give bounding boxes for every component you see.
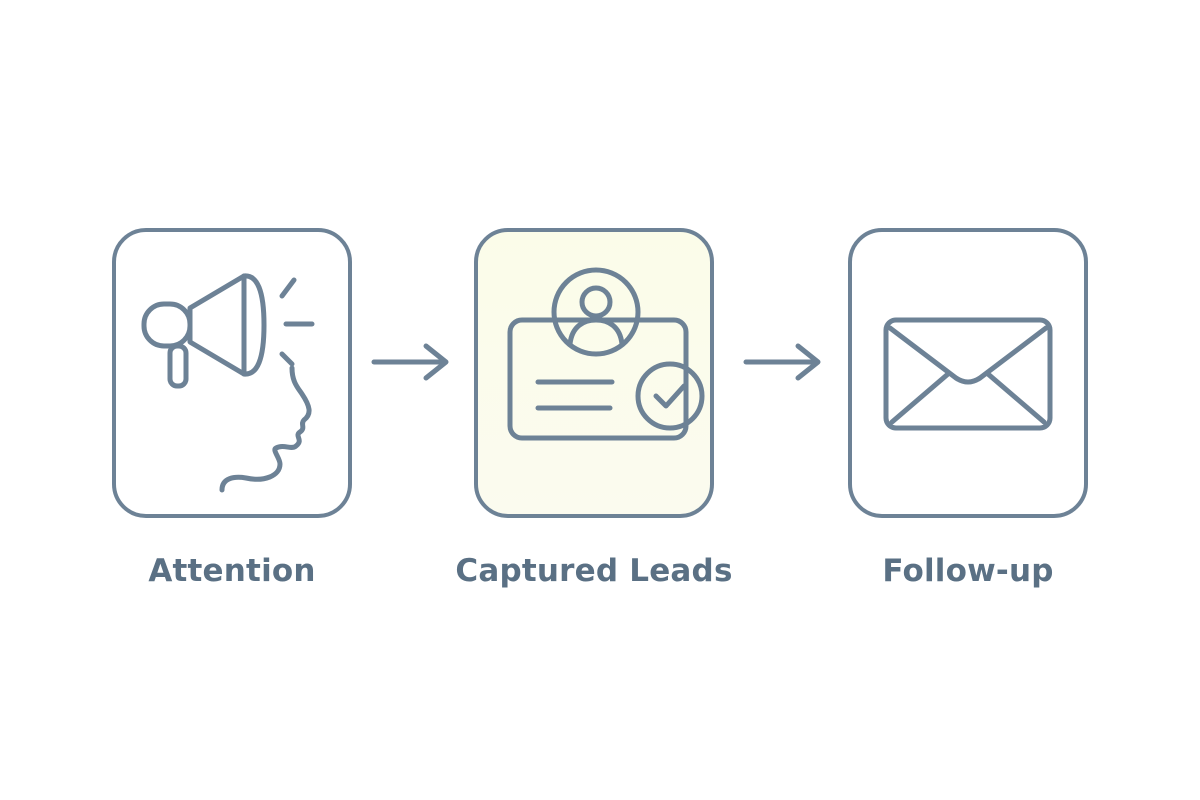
step-label-captured-leads: Captured Leads xyxy=(455,553,733,589)
step-card-follow-up xyxy=(848,228,1088,518)
arrow-right-icon xyxy=(370,338,454,386)
step-label-follow-up: Follow-up xyxy=(882,553,1054,589)
arrow-right-icon xyxy=(742,338,826,386)
step-label-attention: Attention xyxy=(148,553,316,589)
contact-card-check-icon xyxy=(507,267,705,441)
envelope-icon xyxy=(883,317,1053,431)
megaphone-head-icon xyxy=(141,273,315,493)
step-card-attention xyxy=(112,228,352,518)
step-card-captured-leads xyxy=(474,228,714,518)
